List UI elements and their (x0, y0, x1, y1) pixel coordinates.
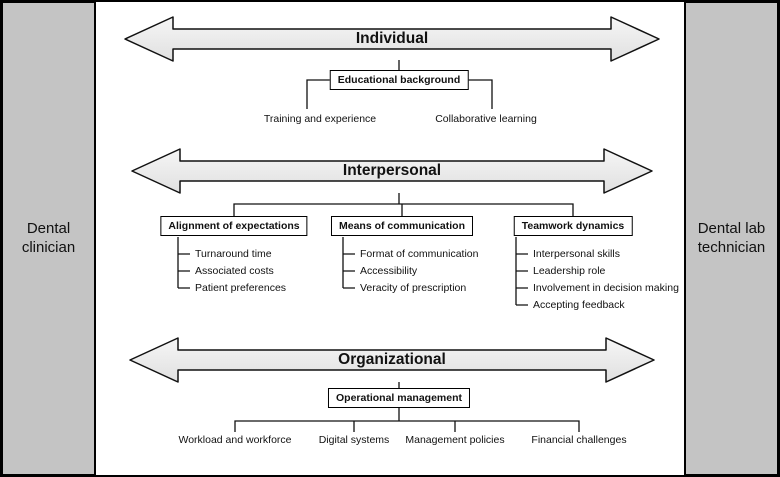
leaf-accessibility: Accessibility (360, 265, 418, 277)
dental-lab-technician-label: Dental lab technician (697, 219, 766, 256)
leaf-format-of-communication: Format of communication (360, 248, 479, 260)
interpersonal-arrow (131, 148, 653, 194)
leaf-workload-and-workforce: Workload and workforce (178, 434, 292, 446)
teamwork-dynamics-box: Teamwork dynamics (513, 216, 633, 236)
interpersonal-arrow-label: Interpersonal (342, 162, 442, 179)
leaf-management-policies: Management policies (405, 434, 505, 446)
means-of-communication-box: Means of communication (330, 216, 474, 236)
organizational-arrow (129, 337, 655, 383)
dental-lab-technician-panel: Dental lab technician (684, 2, 778, 475)
dental-clinician-label: Dental clinician (21, 219, 76, 256)
alignment-of-expectations-box: Alignment of expectations (160, 216, 308, 236)
interpersonal-boxes-connector (233, 203, 574, 216)
leaf-training-and-experience: Training and experience (263, 113, 377, 125)
educational-background-box: Educational background (329, 70, 469, 90)
leaf-involvement-in-decision-making: Involvement in decision making (533, 282, 679, 294)
communication-items-connector (342, 237, 355, 289)
organizational-children-connector (234, 420, 580, 432)
leaf-financial-challenges: Financial challenges (531, 434, 627, 446)
leaf-leadership-role: Leadership role (533, 265, 606, 277)
leaf-turnaround-time: Turnaround time (195, 248, 272, 260)
leaf-collaborative-learning: Collaborative learning (435, 113, 537, 125)
individual-arrow (124, 16, 660, 62)
leaf-patient-preferences: Patient preferences (195, 282, 287, 294)
individual-arrow-label: Individual (355, 30, 429, 47)
organizational-arrow-label: Organizational (338, 351, 446, 368)
dental-clinician-panel: Dental clinician (2, 2, 96, 475)
leaf-veracity-of-prescription: Veracity of prescription (360, 282, 467, 294)
teamwork-items-connector (515, 237, 528, 306)
leaf-digital-systems: Digital systems (318, 434, 390, 446)
alignment-items-connector (177, 237, 190, 289)
leaf-interpersonal-skills: Interpersonal skills (533, 248, 620, 260)
leaf-accepting-feedback: Accepting feedback (533, 299, 625, 311)
operational-management-box: Operational management (327, 388, 471, 408)
leaf-associated-costs: Associated costs (195, 265, 274, 277)
